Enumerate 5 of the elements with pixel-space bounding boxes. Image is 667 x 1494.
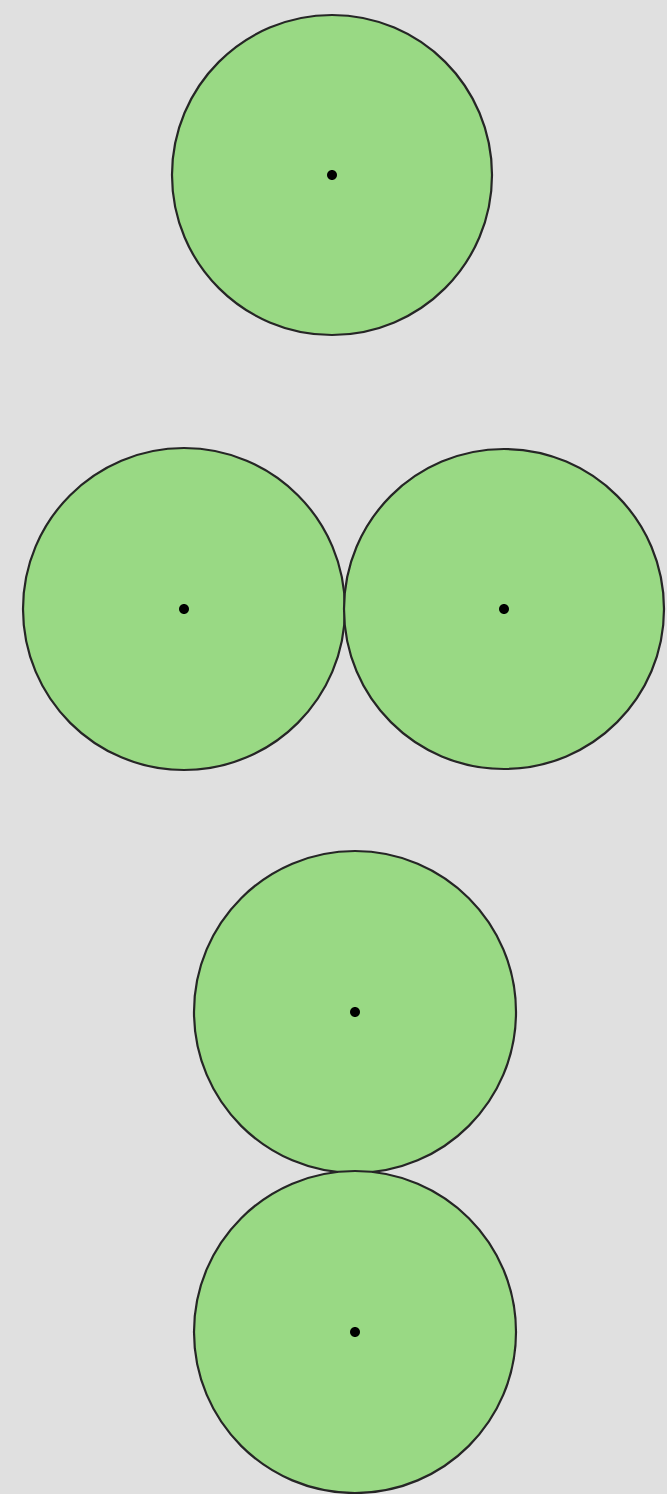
- disc: [21, 446, 347, 772]
- disc: [170, 13, 494, 337]
- disc: [192, 849, 518, 1175]
- disc: [192, 1169, 518, 1494]
- disc: [342, 447, 666, 771]
